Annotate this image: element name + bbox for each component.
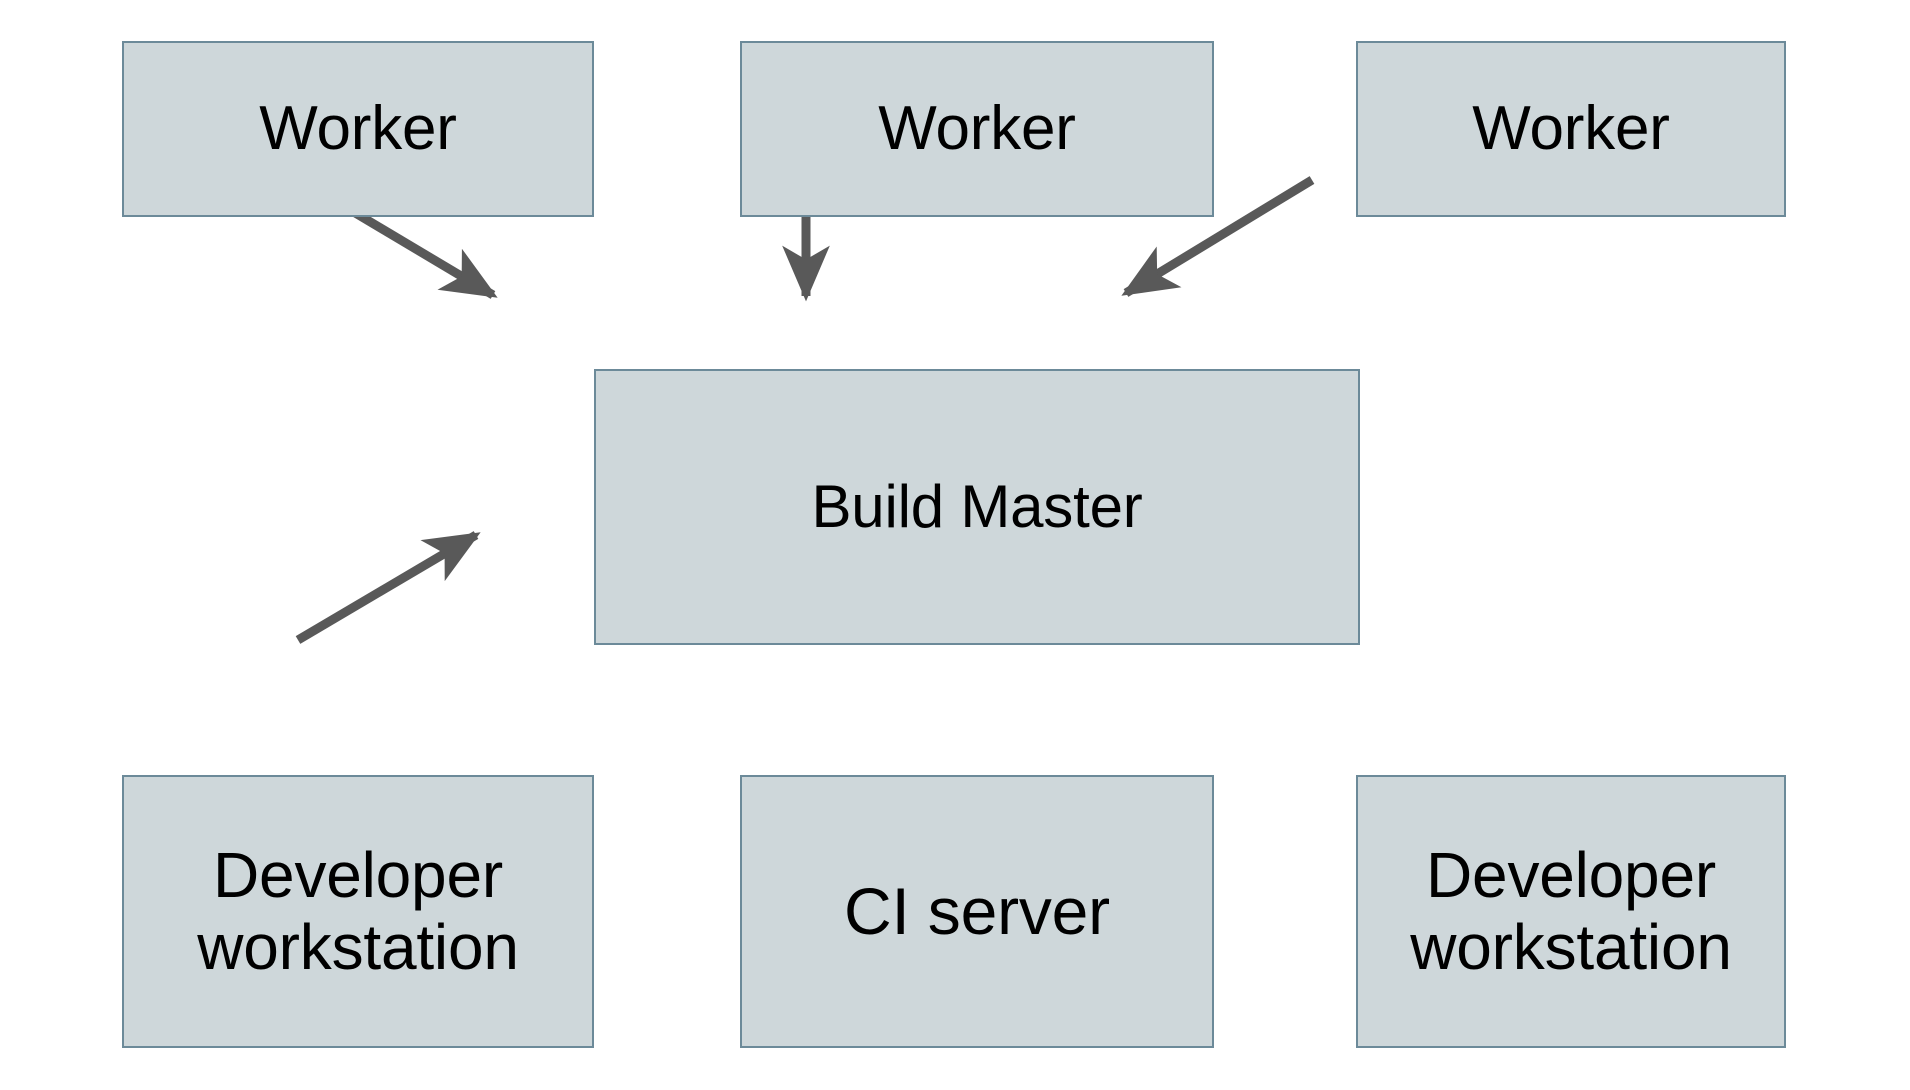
node-label: Worker <box>259 94 457 164</box>
node-label: Developer workstation <box>197 838 519 983</box>
node-label: Worker <box>878 94 1076 164</box>
node-ci-server[interactable]: CI server <box>740 775 1214 1048</box>
node-worker-right[interactable]: Worker <box>1356 41 1786 217</box>
node-label: Build Master <box>811 473 1143 541</box>
node-developer-workstation-right[interactable]: Developer workstation <box>1356 775 1786 1048</box>
node-developer-workstation-left[interactable]: Developer workstation <box>122 775 594 1048</box>
node-label: CI server <box>844 873 1110 948</box>
node-worker-left[interactable]: Worker <box>122 41 594 217</box>
edge-dev-left-to-build-master <box>295 531 481 644</box>
node-label: Developer workstation <box>1410 838 1732 983</box>
node-worker-mid[interactable]: Worker <box>740 41 1214 217</box>
node-build-master[interactable]: Build Master <box>594 369 1360 645</box>
node-label: Worker <box>1472 94 1670 164</box>
